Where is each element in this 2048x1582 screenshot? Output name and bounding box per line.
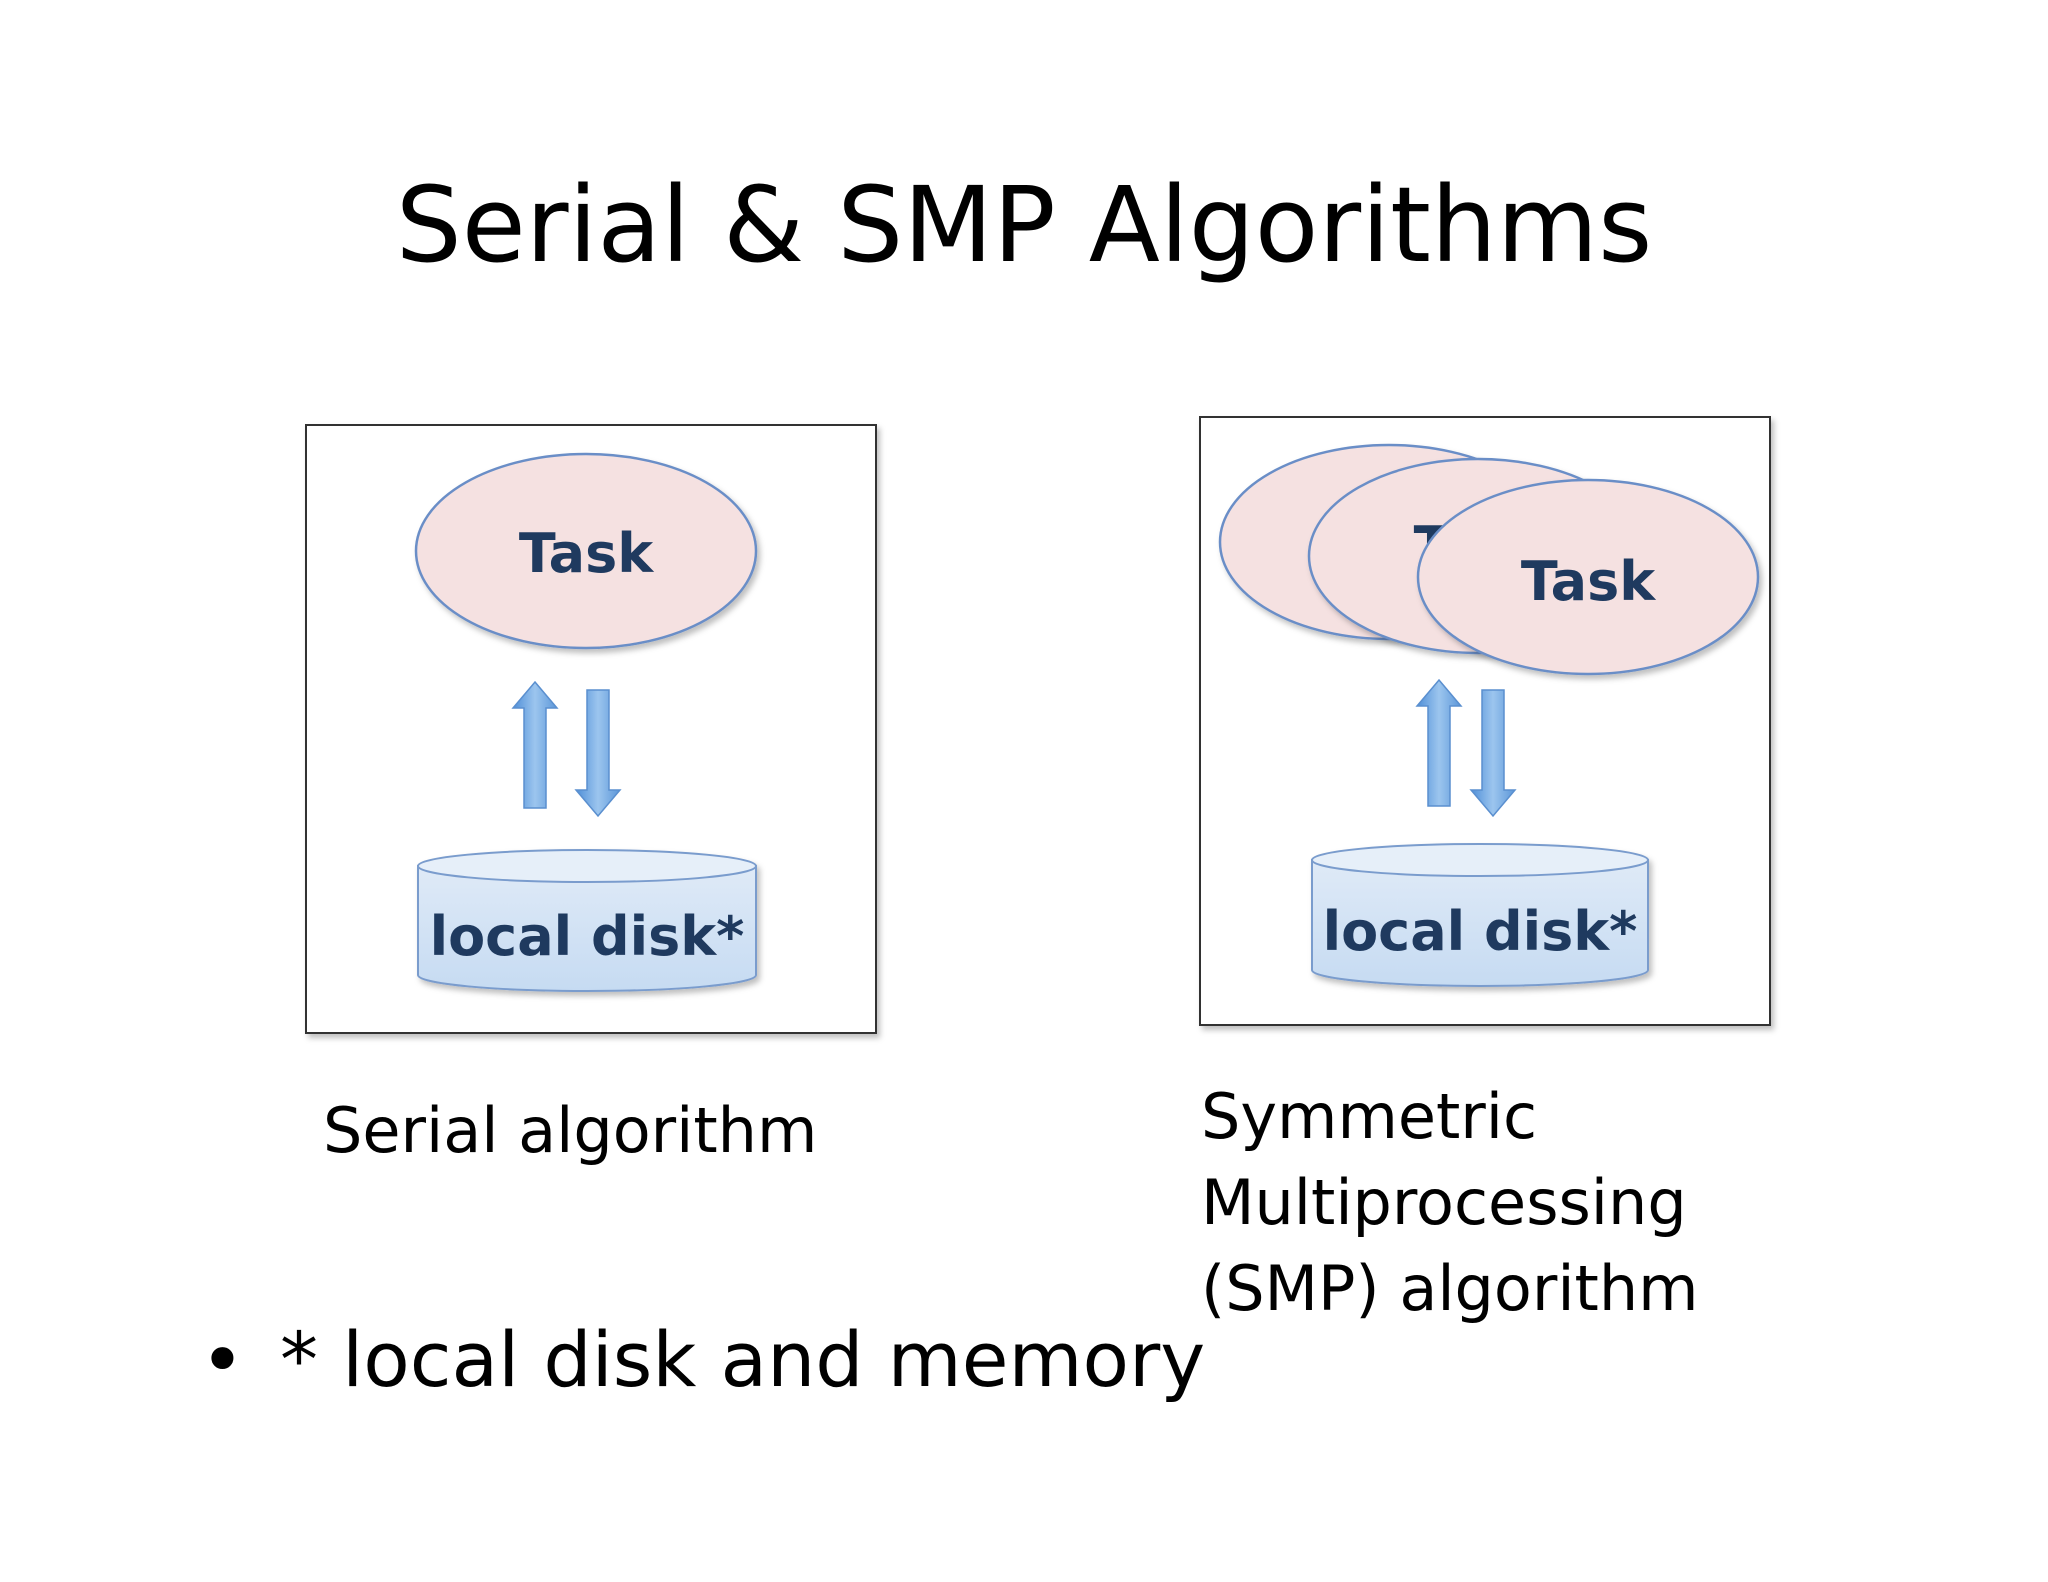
serial-task-label: Task bbox=[519, 522, 654, 585]
smp-disk-label: local disk* bbox=[1323, 900, 1638, 963]
smp-diagram: T Task local disk* bbox=[1199, 416, 1771, 1026]
smp-caption-line: (SMP) algorithm bbox=[1201, 1252, 1699, 1325]
bullet-item: • * local disk and memory bbox=[200, 1310, 1205, 1410]
bullet-dot-icon: • bbox=[200, 1315, 245, 1404]
smp-task-ellipse-3 bbox=[1416, 478, 1760, 676]
serial-up-arrow-icon bbox=[511, 680, 559, 809]
bullet-text: * local disk and memory bbox=[280, 1315, 1206, 1404]
serial-caption: Serial algorithm bbox=[323, 1094, 818, 1167]
serial-disk-cylinder bbox=[417, 849, 757, 992]
serial-diagram: Task local disk* bbox=[305, 424, 877, 1034]
smp-down-arrow-icon bbox=[1469, 689, 1517, 818]
smp-task-label: Task bbox=[1521, 550, 1656, 613]
smp-caption-line: Multiprocessing bbox=[1201, 1166, 1687, 1239]
smp-caption-line: Symmetric bbox=[1201, 1080, 1538, 1153]
smp-caption: Symmetric Multiprocessing (SMP) algorith… bbox=[1201, 1074, 1901, 1332]
smp-up-arrow-icon bbox=[1415, 678, 1463, 807]
slide-title: Serial & SMP Algorithms bbox=[395, 164, 1653, 286]
serial-down-arrow-icon bbox=[574, 689, 622, 818]
serial-task-ellipse bbox=[414, 452, 758, 650]
smp-disk-cylinder bbox=[1311, 843, 1649, 987]
serial-disk-label: local disk* bbox=[430, 905, 745, 968]
